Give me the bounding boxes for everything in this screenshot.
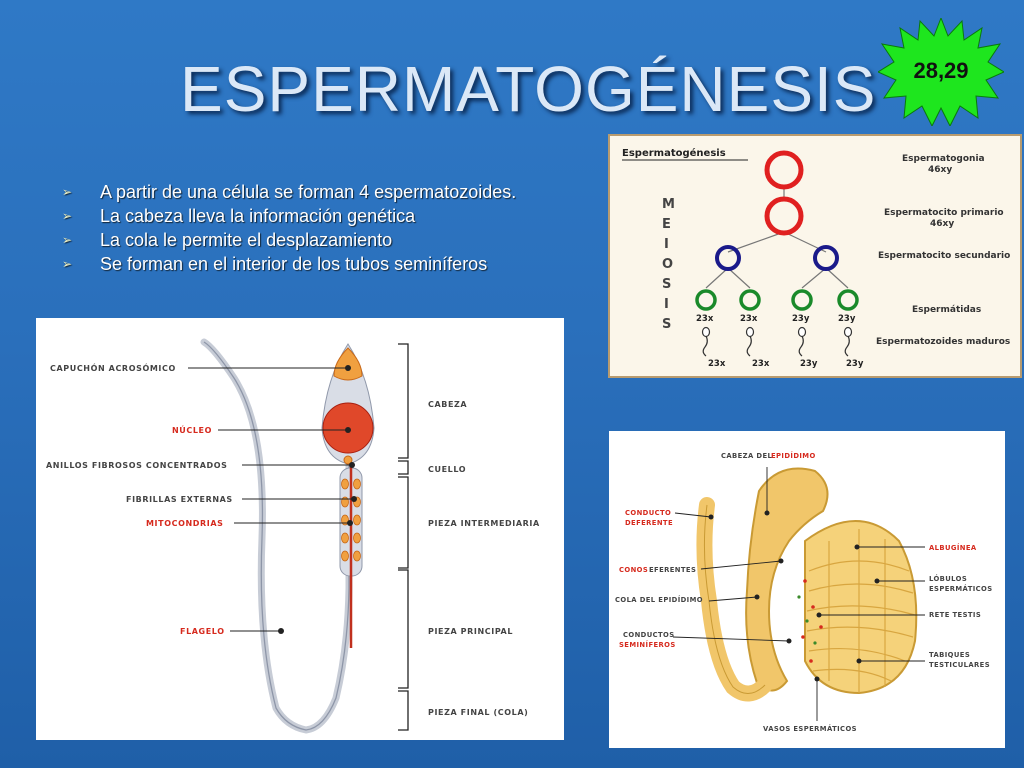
label-vessels: VASOS ESPERMÁTICOS — [763, 724, 857, 733]
label-epididymis-tail: COLA DEL EPIDÍDIMO — [615, 595, 703, 604]
primary-spermatocyte-cell — [764, 196, 804, 236]
spermatid-cell — [791, 289, 813, 311]
label-septa-2: TESTICULARES — [929, 661, 990, 669]
bullet-text: La cabeza lleva la información genética — [100, 206, 416, 226]
label-head: CABEZA — [428, 400, 467, 409]
mature-sperm-icon — [745, 326, 755, 357]
label-rings: ANILLOS FIBROSOS CONCENTRADOS — [46, 461, 228, 470]
label-cones-2: EFERENTES — [649, 566, 696, 574]
slide-title: ESPERMATOGÉNESIS — [180, 53, 877, 125]
label-vas-2: DEFERENTE — [625, 519, 673, 527]
bullet-arrow-icon: ➢ — [62, 233, 73, 247]
flagellum-outline — [203, 341, 350, 731]
sperm-count: 23y — [800, 359, 818, 369]
label-epididymis-head-2: EPIDÍDIMO — [771, 451, 816, 460]
bullet-item: ➢ La cabeza lleva la información genética — [62, 204, 516, 228]
spermatid-cell — [837, 289, 859, 311]
meiosis-svg: Espermatogénesis M E I O S I S 23x — [622, 147, 1010, 369]
testis-svg: CABEZA DEL EPIDÍDIMO CONDUCTO DEFERENTE … — [615, 451, 993, 733]
label-rete: RETE TESTIS — [929, 611, 981, 619]
page-number-badge: 28,29 — [913, 58, 969, 83]
svg-text:M: M — [662, 197, 675, 212]
spermatid-count: 23y — [792, 314, 810, 324]
label-mature: Espermatozoides maduros — [876, 337, 1010, 347]
leader-dots — [278, 365, 357, 634]
sperm-count: 23y — [846, 359, 864, 369]
label-seminiferous-2: SEMINÍFEROS — [619, 640, 676, 649]
spermatid-count: 23x — [740, 314, 758, 324]
sperm-count: 23x — [708, 359, 726, 369]
region-brackets — [398, 343, 409, 731]
bullet-text: Se forman en el interior de los tubos se… — [100, 254, 488, 274]
label-mitochondria: MITOCONDRIAS — [146, 519, 224, 528]
label-cones-1: CONOS — [619, 566, 648, 574]
bullet-item: ➢ Se forman en el interior de los tubos s… — [62, 252, 516, 276]
spermatid-cell — [695, 289, 717, 311]
label-midpiece: PIEZA INTERMEDIARIA — [428, 519, 540, 528]
label-vas-1: CONDUCTO — [625, 509, 671, 517]
mature-sperm-icon — [701, 326, 711, 357]
spermatid-count: 23y — [838, 314, 856, 324]
label-primary-n: 46xy — [930, 219, 954, 229]
secondary-spermatocyte-cell — [813, 245, 839, 271]
mature-sperm-icon — [843, 326, 853, 357]
page-number-starburst — [878, 18, 1004, 126]
label-lobules-1: LÓBULOS — [929, 574, 967, 583]
label-lobules-2: ESPERMÁTICOS — [929, 584, 993, 593]
label-secondary: Espermatocito secundario — [878, 251, 1010, 261]
mature-sperm-icon — [797, 326, 807, 357]
testis-diagram: CABEZA DEL EPIDÍDIMO CONDUCTO DEFERENTE … — [609, 431, 1005, 748]
label-albuginea: ALBUGÍNEA — [929, 543, 977, 552]
svg-text:I: I — [664, 297, 669, 312]
label-spermatogonia: Espermatogonia — [902, 154, 985, 164]
svg-text:I: I — [664, 237, 669, 252]
meiosis-title: Espermatogénesis — [622, 147, 726, 159]
label-septa-1: TABIQUES — [929, 651, 970, 659]
bullet-text: La cola le permite el desplazamiento — [100, 230, 393, 250]
bullet-arrow-icon: ➢ — [62, 185, 73, 199]
meiosis-vertical-word: M E I O S I S — [662, 197, 675, 332]
svg-text:S: S — [662, 277, 671, 292]
label-flagellum: FLAGELO — [180, 627, 225, 636]
spermatid-count: 23x — [696, 314, 714, 324]
acrosome-shape — [333, 347, 363, 381]
label-fibrils: FIBRILLAS EXTERNAS — [126, 495, 233, 504]
bullet-text: A partir de una célula se forman 4 esper… — [100, 182, 517, 202]
secondary-spermatocyte-cell — [715, 245, 741, 271]
spermatid-cell — [739, 289, 761, 311]
label-spermatids: Espermátidas — [912, 305, 981, 315]
bullet-arrow-icon: ➢ — [62, 209, 73, 223]
testis-leader-dots — [708, 510, 880, 682]
label-epididymis-head-1: CABEZA DEL — [721, 452, 773, 460]
svg-text:O: O — [662, 257, 673, 272]
label-nucleus: NÚCLEO — [172, 424, 212, 435]
label-neck: CUELLO — [428, 465, 466, 474]
bullet-item: ➢ La cola le permite el desplazamiento — [62, 228, 516, 252]
svg-text:E: E — [662, 217, 671, 232]
bullet-item: ➢ A partir de una célula se forman 4 espe… — [62, 180, 516, 204]
label-endpiece: PIEZA FINAL (COLA) — [428, 708, 528, 717]
label-spermatogonia-n: 46xy — [928, 165, 952, 175]
label-primary: Espermatocito primario — [884, 208, 1004, 218]
meiosis-diagram: Espermatogénesis M E I O S I S 23x — [608, 134, 1022, 378]
label-seminiferous-1: CONDUCTOS — [623, 631, 675, 639]
svg-text:S: S — [662, 317, 671, 332]
sperm-count: 23x — [752, 359, 770, 369]
sperm-structure-diagram: CAPUCHÓN ACROSÓMICO NÚCLEO ANILLOS FIBRO… — [36, 318, 564, 740]
sperm-svg: CAPUCHÓN ACROSÓMICO NÚCLEO ANILLOS FIBRO… — [46, 338, 540, 734]
spermatogonium-cell — [764, 150, 804, 190]
label-principal: PIEZA PRINCIPAL — [428, 627, 513, 636]
bullet-list: ➢ A partir de una célula se forman 4 espe… — [62, 180, 516, 276]
bullet-arrow-icon: ➢ — [62, 257, 73, 271]
label-acrosome: CAPUCHÓN ACROSÓMICO — [50, 362, 176, 373]
